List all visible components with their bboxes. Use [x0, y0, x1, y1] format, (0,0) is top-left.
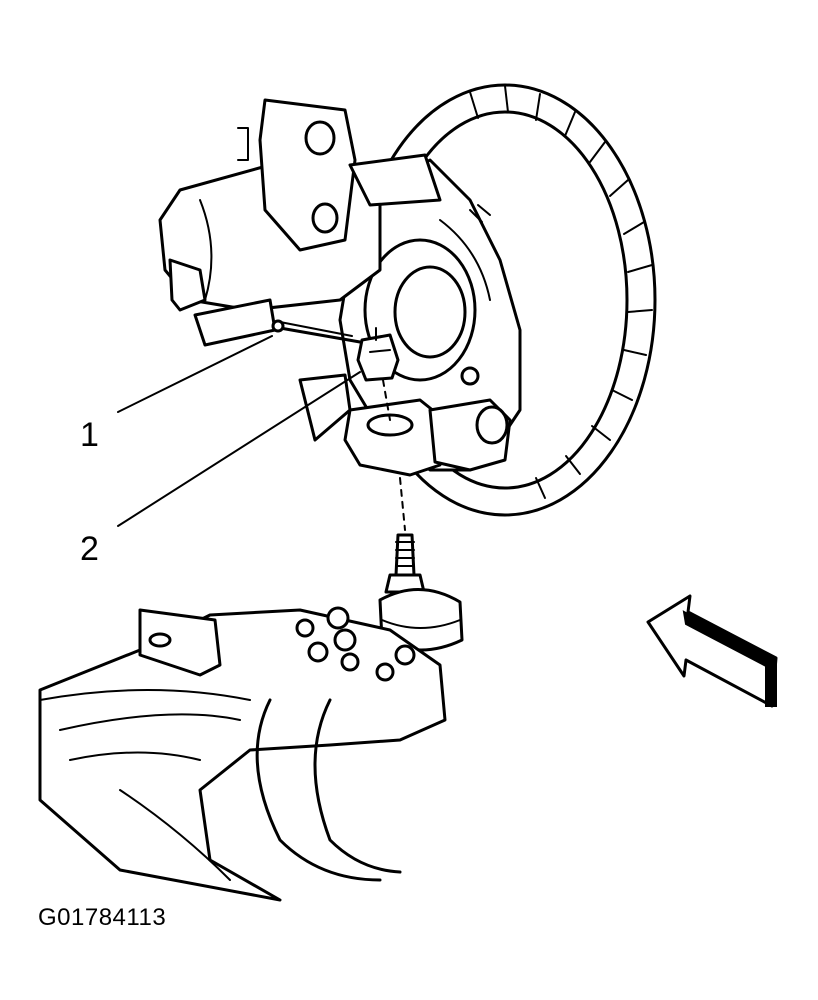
arm-rivets — [295, 606, 416, 682]
alignment-line — [382, 379, 406, 531]
cotter-pin — [271, 319, 362, 344]
callout-label-1: 1 — [80, 416, 99, 454]
front-direction-arrow — [646, 594, 778, 708]
caliper-bracket — [237, 98, 442, 252]
ball-joint-nut — [356, 327, 400, 382]
callout-leaders — [117, 335, 361, 527]
figure-id: G01784113 — [38, 904, 167, 931]
lower-control-arm — [38, 606, 447, 902]
callout-label-2: 2 — [80, 530, 99, 568]
ball-joint — [378, 533, 464, 652]
knuckle-boss — [298, 373, 512, 477]
